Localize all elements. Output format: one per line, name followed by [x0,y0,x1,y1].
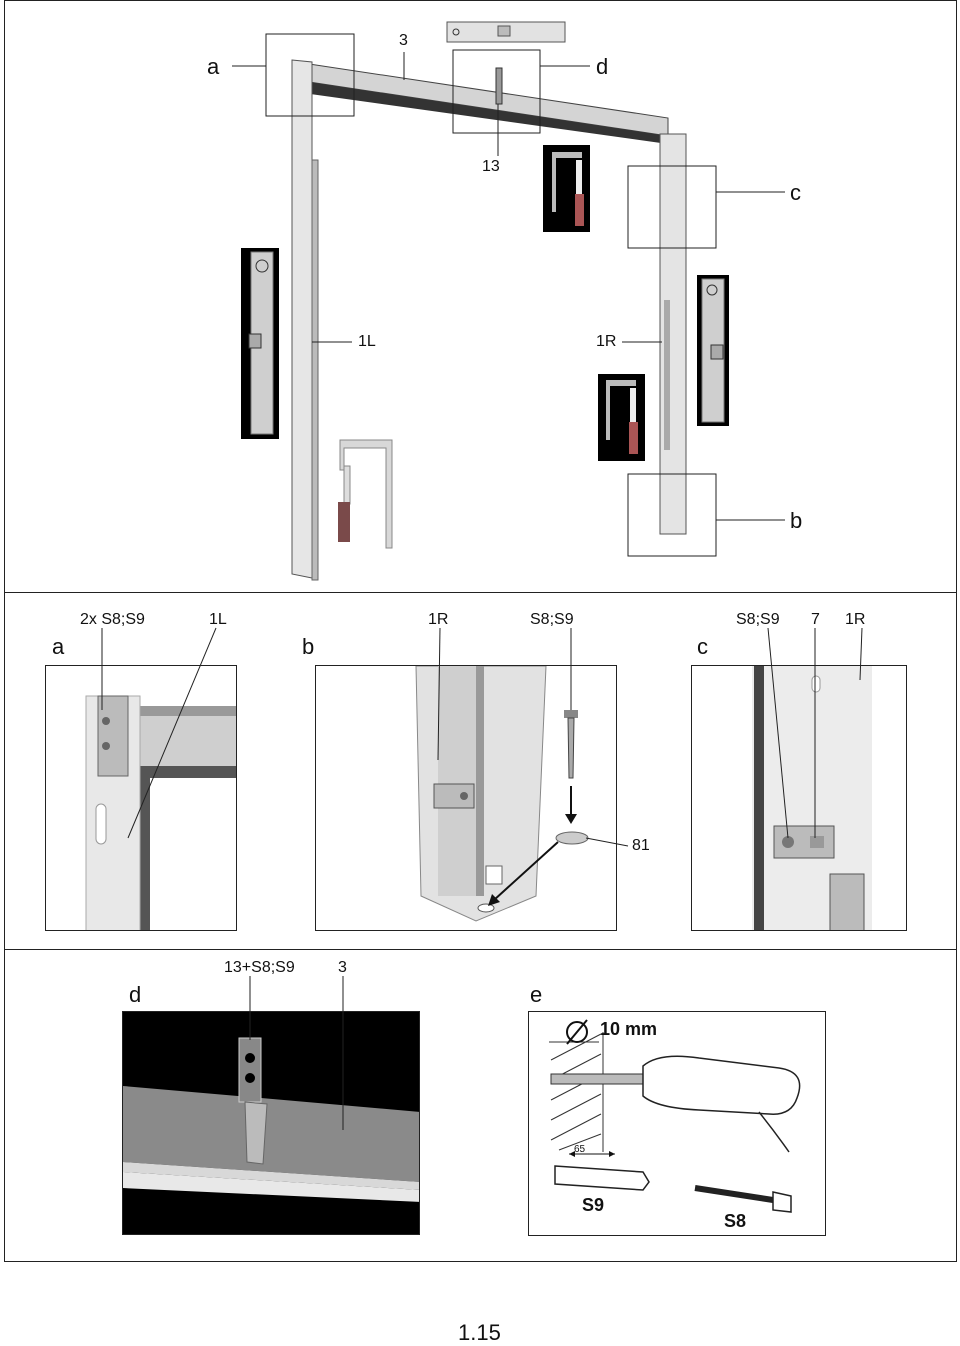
detail-a-frame-label: 1L [209,611,227,628]
detail-b-letter: b [302,634,315,659]
callout-d-label: d [596,54,609,79]
detail-d-letter: d [129,982,142,1007]
detail-c-photo [691,665,907,931]
detail-d-photo [122,1011,420,1235]
screw-s8 [772,1191,792,1213]
part-3-label: 3 [399,32,408,49]
detail-d-fixing-label: 13+S8;S9 [224,959,295,976]
detail-b-photo [315,665,617,931]
screw-s8-label: S8 [724,1211,747,1231]
detail-a-photo [45,665,237,931]
detail-a-letter: a [52,634,65,659]
wall-hatch [549,1032,604,1152]
callout-a-label: a [207,54,220,79]
detail-c-screws-label: S8;S9 [736,611,780,628]
plug-s9-label: S9 [582,1195,605,1215]
detail-c-letter: c [697,634,708,659]
clamp-icon [338,439,393,549]
frame-assembly-drawing [232,21,785,581]
part-1R-label: 1R [596,333,617,350]
clamp-icon [543,145,590,232]
page-number: 1.15 [458,1320,501,1345]
clamp-icon [598,374,645,461]
detail-e-letter: e [530,982,543,1007]
detail-c-bracket-label: 7 [811,611,820,628]
bracket-13 [495,67,503,105]
detail-a-screws-label: 2x S8;S9 [80,611,145,628]
plug-s9 [554,1165,650,1191]
part-1L-label: 1L [358,333,376,350]
callout-c-label: c [790,180,801,205]
detail-b-screws-label: S8;S9 [530,611,574,628]
callout-b-label: b [790,508,803,533]
bottom-panel [4,949,957,1262]
callout-box-c [627,165,717,249]
spirit-level-right [697,275,729,426]
callout-box-d [452,49,541,134]
callout-box-b [627,473,717,557]
detail-b-cap-label: 81 [632,837,650,854]
callout-box-a [265,33,355,117]
drill-size-label: 10 mm [600,1019,658,1039]
detail-d-beam-label: 3 [338,959,347,976]
drill-depth-label: 65 [574,1144,586,1155]
detail-c-frame-label: 1R [845,611,866,628]
part-13-label: 13 [482,158,500,175]
detail-b-frame-label: 1R [428,611,449,628]
top-beam-underside [296,80,668,144]
detail-e-drawing [528,1011,826,1236]
spirit-level-left [241,248,279,439]
